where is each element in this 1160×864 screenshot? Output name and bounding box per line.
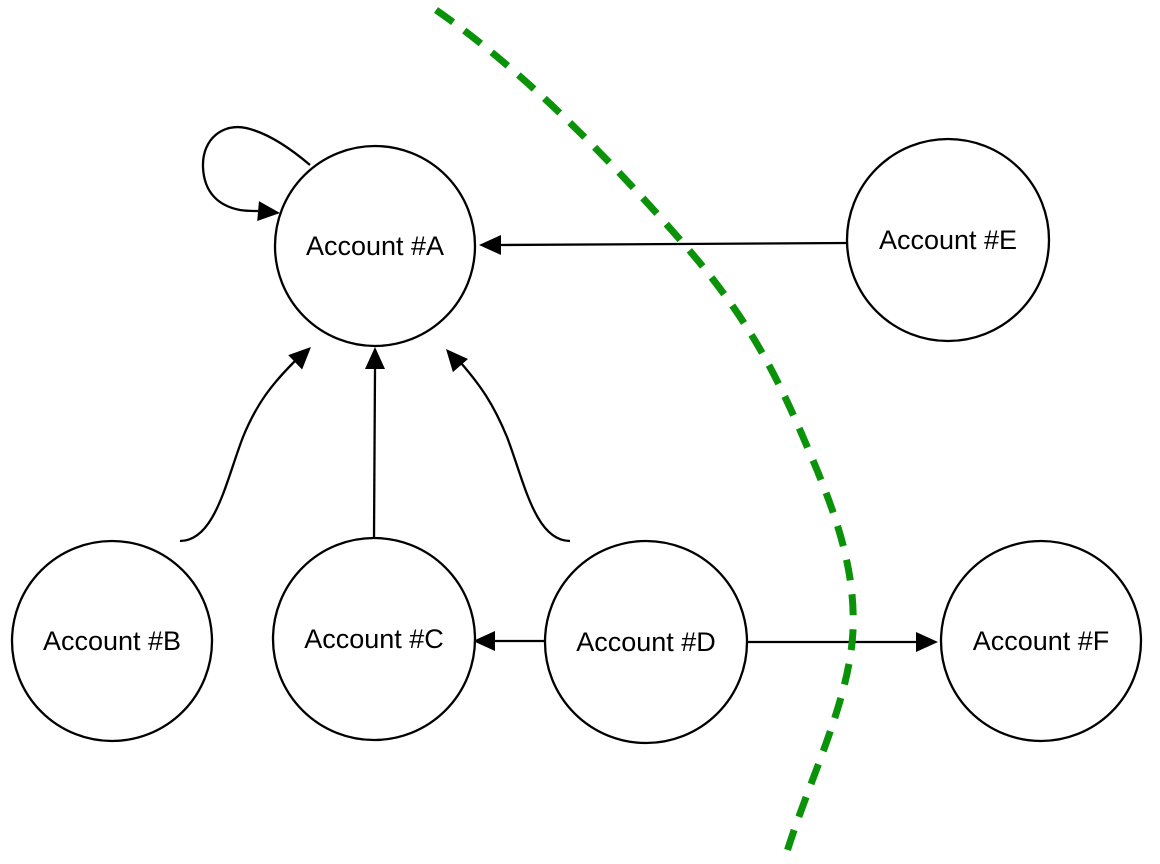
node-account-e-label: Account #E (879, 225, 1017, 255)
node-account-c-label: Account #C (304, 624, 444, 654)
node-account-f (939, 539, 1143, 743)
edge-e-to-a (500, 241, 848, 247)
edge-b-to-a (179, 360, 296, 543)
nodes-layer: Account #A Account #B Account #C Account #D… (10, 137, 1143, 745)
edge-e-to-a-arrowhead-icon (479, 235, 501, 255)
edge-d-to-a (460, 362, 571, 543)
edge-d-to-a-arrowhead-icon (446, 349, 468, 373)
edge-a-self-loop (201, 125, 311, 213)
edge-d-to-c-arrowhead-icon (473, 631, 495, 651)
node-account-a-label: Account #A (306, 231, 444, 261)
node-account-d-label: Account #D (576, 627, 716, 657)
edge-a-self-loop-arrowhead-icon (257, 201, 280, 222)
node-account-d (543, 539, 749, 745)
node-account-c (271, 536, 477, 742)
node-account-b-label: Account #B (43, 626, 181, 656)
edge-c-to-a-arrowhead-icon (365, 347, 385, 369)
edge-c-to-a (372, 368, 377, 539)
node-account-f-label: Account #F (973, 626, 1110, 656)
node-account-a (273, 144, 477, 348)
node-account-b (10, 539, 214, 743)
node-account-e (845, 137, 1051, 343)
edge-d-to-f-arrowhead-icon (916, 632, 938, 652)
edge-b-to-a-arrowhead-icon (288, 347, 311, 370)
edges-layer (179, 125, 938, 652)
